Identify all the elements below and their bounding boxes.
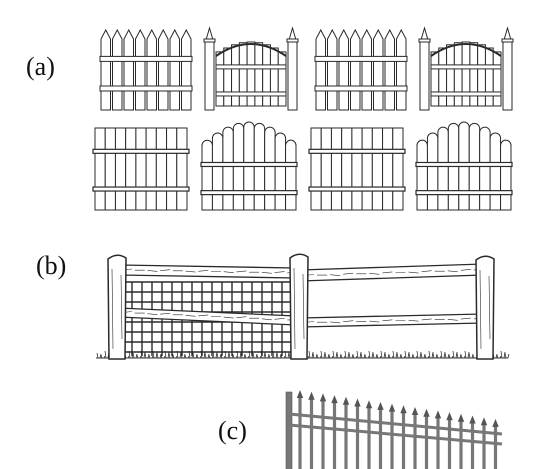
picket-spear-tip (365, 400, 373, 409)
post-cap (501, 38, 514, 43)
upper-rail (92, 148, 190, 154)
fence-post (289, 253, 309, 360)
picket-spear-tip (457, 413, 465, 422)
gate-board (277, 51, 287, 107)
picket-spear-tip (400, 405, 407, 414)
label-b: (b) (36, 251, 67, 280)
picket-spear-tip (388, 403, 396, 412)
post-grain (293, 267, 305, 350)
label-a: (a) (26, 52, 55, 81)
lower-rail (99, 85, 193, 92)
post-cap (286, 38, 299, 43)
gate-arch (430, 43, 502, 57)
picket-spear-tip (434, 410, 442, 419)
gate-rail (215, 91, 287, 97)
post-cap (203, 38, 216, 43)
fence-panel-flat-board (308, 127, 406, 211)
upper-rail (314, 55, 408, 62)
lower-rail (200, 190, 298, 196)
wood-grain (121, 311, 298, 321)
picket-spear-tip (342, 396, 350, 405)
fence-panel-scalloped-top (415, 121, 513, 211)
lower-rail (314, 85, 408, 92)
picket-spear-tip (377, 401, 384, 410)
rounded-board (479, 126, 491, 211)
picket-spear-tip (480, 417, 488, 426)
wood-grain (121, 268, 298, 274)
picket-spear-tip (423, 408, 430, 417)
railing-picket (493, 424, 498, 469)
railing-picket (355, 404, 360, 469)
flat-board (176, 127, 188, 211)
picket-spear-tip (354, 398, 361, 407)
gate-rail (430, 91, 502, 97)
railing-picket (413, 413, 417, 469)
railing-second-rail (288, 423, 503, 446)
lower-rail (92, 186, 190, 192)
post-grain (479, 269, 491, 350)
gate-rail (215, 64, 287, 70)
railing-post (285, 391, 293, 469)
fence-post (107, 254, 127, 360)
picket-spear-tip (492, 418, 499, 427)
railing-picket (321, 399, 325, 469)
railing-picket (401, 411, 406, 469)
post-grain (111, 268, 123, 350)
railing-picket (390, 409, 394, 469)
railing-picket (378, 407, 383, 469)
railing-picket (332, 401, 337, 469)
railing-picket (309, 397, 314, 469)
upper-rail (99, 55, 193, 62)
railing-picket (447, 418, 452, 469)
picket-spear-tip (319, 393, 327, 402)
rounded-board (264, 126, 276, 211)
railing-picket (298, 396, 302, 469)
upper-rail (200, 161, 298, 168)
gate-rail (430, 64, 502, 70)
lower-rail (415, 190, 513, 196)
lower-rail (308, 186, 406, 192)
upper-rail (415, 161, 513, 168)
post-cap (418, 38, 431, 43)
split-rail-fence-drawing (96, 253, 510, 360)
picket-spear-tip (411, 407, 419, 415)
fence-panel-arched-gate-with-posts (203, 26, 299, 111)
fence-panel-pointed-picket (99, 28, 193, 111)
railing-picket (459, 419, 463, 469)
upper-rail (308, 148, 406, 154)
gate-board (492, 51, 502, 107)
picket-spear-tip (446, 412, 453, 421)
railing-picket (470, 421, 475, 469)
flat-board (392, 127, 404, 211)
railing-top-rail (288, 412, 503, 436)
fence-panel-arched-gate-with-posts (418, 26, 514, 111)
railing-picket (482, 423, 486, 469)
wood-grain (303, 317, 484, 324)
fence-post (475, 255, 495, 360)
label-c: (c) (218, 416, 247, 445)
railing-picket (436, 416, 440, 469)
picket-spear-tip (296, 390, 304, 398)
railing-picket (367, 406, 371, 469)
railing-picket (344, 402, 348, 469)
wood-grain (303, 269, 484, 276)
fence-panel-flat-board (92, 127, 190, 211)
picket-spear-tip (469, 415, 476, 424)
fence-panel-scalloped-top (200, 121, 298, 211)
metal-railing-drawing (285, 390, 503, 469)
gate-arch (215, 43, 287, 57)
railing-picket (424, 414, 429, 469)
fence-panel-pointed-picket (314, 28, 408, 111)
picket-spear-tip (308, 391, 315, 400)
picket-spear-tip (331, 395, 338, 404)
